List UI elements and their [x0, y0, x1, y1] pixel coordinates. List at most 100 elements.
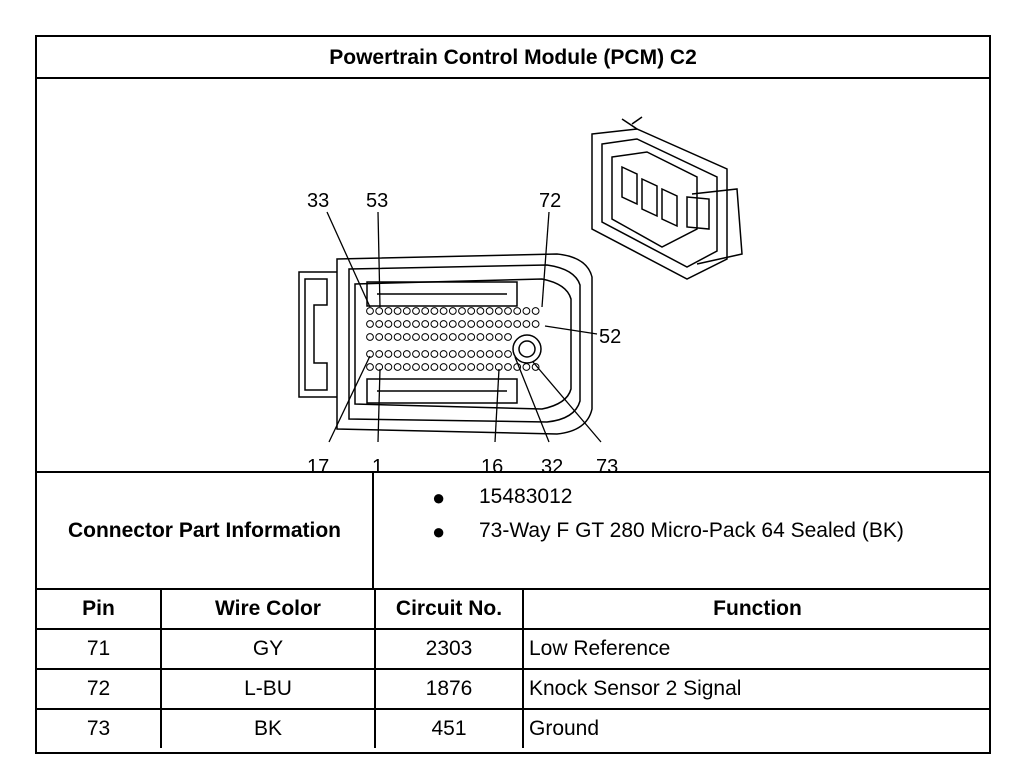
connector-diagram: 33 53 72 52 17 1 16 32 73 — [37, 79, 989, 477]
pin-cavity — [412, 363, 420, 371]
cell-function: Knock Sensor 2 Signal — [522, 668, 991, 710]
pin-cavity — [485, 333, 494, 341]
pin-cavity — [439, 363, 448, 371]
pin-cavity — [476, 307, 485, 315]
pin-cavity — [402, 363, 411, 371]
leader-53 — [377, 211, 381, 308]
pin-cavity — [421, 320, 430, 328]
bullet-icon: ● — [432, 519, 446, 544]
pin-cavity — [513, 307, 522, 315]
sensor-cavity-inner — [518, 340, 536, 358]
header-pin: Pin — [37, 590, 162, 630]
pin-cavity — [384, 363, 393, 371]
pin-cavity — [485, 307, 494, 315]
pin-label-53: 53 — [366, 190, 389, 212]
pin-cavity-grid — [366, 307, 540, 371]
pin-label-73: 73 — [596, 456, 619, 478]
cell-wire-color: GY — [160, 628, 376, 670]
pin-cavity — [504, 350, 512, 358]
pin-cavity — [375, 320, 384, 328]
pin-cavity — [458, 320, 466, 328]
pin-cavity — [430, 350, 439, 358]
cell-circuit-no: 451 — [374, 708, 524, 748]
pin-cavity — [522, 320, 531, 328]
cell-circuit-no: 1876 — [374, 668, 524, 710]
pin-cavity — [430, 333, 439, 341]
top-rail — [366, 281, 518, 307]
pin-cavity — [458, 363, 466, 371]
pin-cavity — [467, 307, 476, 315]
latch-tab-outline — [298, 271, 337, 398]
pin-cavity — [412, 350, 420, 358]
table-header-row: Pin Wire Color Circuit No. Function — [37, 590, 991, 630]
leader-72 — [541, 211, 550, 308]
leader-52 — [544, 325, 598, 335]
pin-cavity — [504, 307, 512, 315]
pin-cavity — [393, 350, 402, 358]
pin-cavity — [393, 307, 402, 315]
pin-cavity — [494, 320, 503, 328]
pin-label-33: 33 — [307, 190, 330, 212]
pin-label-17: 17 — [307, 456, 330, 478]
pin-cavity — [504, 333, 512, 341]
pin-cavity — [494, 350, 503, 358]
pin-cavity — [448, 363, 457, 371]
pin-cavity — [384, 307, 393, 315]
pin-cavity — [430, 307, 439, 315]
pin-cavity — [448, 307, 457, 315]
pin-label-52: 52 — [599, 326, 622, 348]
cell-pin: 72 — [37, 668, 162, 710]
connector-description: 73-Way F GT 280 Micro-Pack 64 Sealed (BK… — [479, 519, 904, 542]
sensor-cavity — [512, 334, 542, 364]
pin-cavity — [421, 307, 430, 315]
leader-1 — [377, 368, 381, 443]
pin-cavity — [402, 350, 411, 358]
pin-cavity — [439, 333, 448, 341]
pin-label-1: 1 — [372, 456, 384, 478]
leader-32 — [514, 356, 550, 443]
pin-cavity — [522, 363, 531, 371]
housing-outline — [336, 253, 593, 435]
pin-cavity — [485, 363, 494, 371]
pin-cavity — [366, 333, 374, 341]
pin-cavity — [375, 333, 384, 341]
pin-cavity — [476, 363, 485, 371]
cell-function: Low Reference — [522, 628, 991, 670]
pin-cavity — [476, 333, 485, 341]
pin-label-72: 72 — [539, 190, 562, 212]
pin-cavity — [485, 350, 494, 358]
pin-cavity — [412, 307, 420, 315]
header-function: Function — [522, 590, 991, 630]
pin-cavity — [494, 307, 503, 315]
pin-label-32: 32 — [541, 456, 564, 478]
table-row: 71 GY 2303 Low Reference — [37, 628, 991, 670]
pin-cavity — [458, 307, 466, 315]
pin-cavity — [366, 307, 374, 315]
part-number: 15483012 — [479, 485, 573, 508]
cell-circuit-no: 2303 — [374, 628, 524, 670]
pin-cavity — [393, 320, 402, 328]
cell-wire-color: L-BU — [160, 668, 376, 710]
pin-cavity — [476, 320, 485, 328]
pin-cavity — [384, 320, 393, 328]
connector-info-label: Connector Part Information — [37, 473, 374, 590]
pin-cavity — [366, 363, 374, 371]
pin-cavity — [393, 363, 402, 371]
pin-cavity — [421, 350, 430, 358]
pin-cavity — [430, 320, 439, 328]
pin-cavity — [439, 320, 448, 328]
pin-cavity — [531, 320, 540, 328]
pin-cavity — [448, 333, 457, 341]
pin-cavity — [402, 320, 411, 328]
cell-pin: 73 — [37, 708, 162, 748]
pin-cavity — [439, 350, 448, 358]
pin-cavity — [531, 307, 540, 315]
pinout-table: Pin Wire Color Circuit No. Function 71 G… — [37, 590, 991, 748]
pin-cavity — [421, 333, 430, 341]
connector-3d-view — [591, 116, 743, 280]
pin-cavity — [366, 320, 374, 328]
pin-cavity — [522, 307, 531, 315]
pin-cavity — [384, 333, 393, 341]
table-row: 72 L-BU 1876 Knock Sensor 2 Signal — [37, 668, 991, 710]
pin-cavity — [430, 363, 439, 371]
